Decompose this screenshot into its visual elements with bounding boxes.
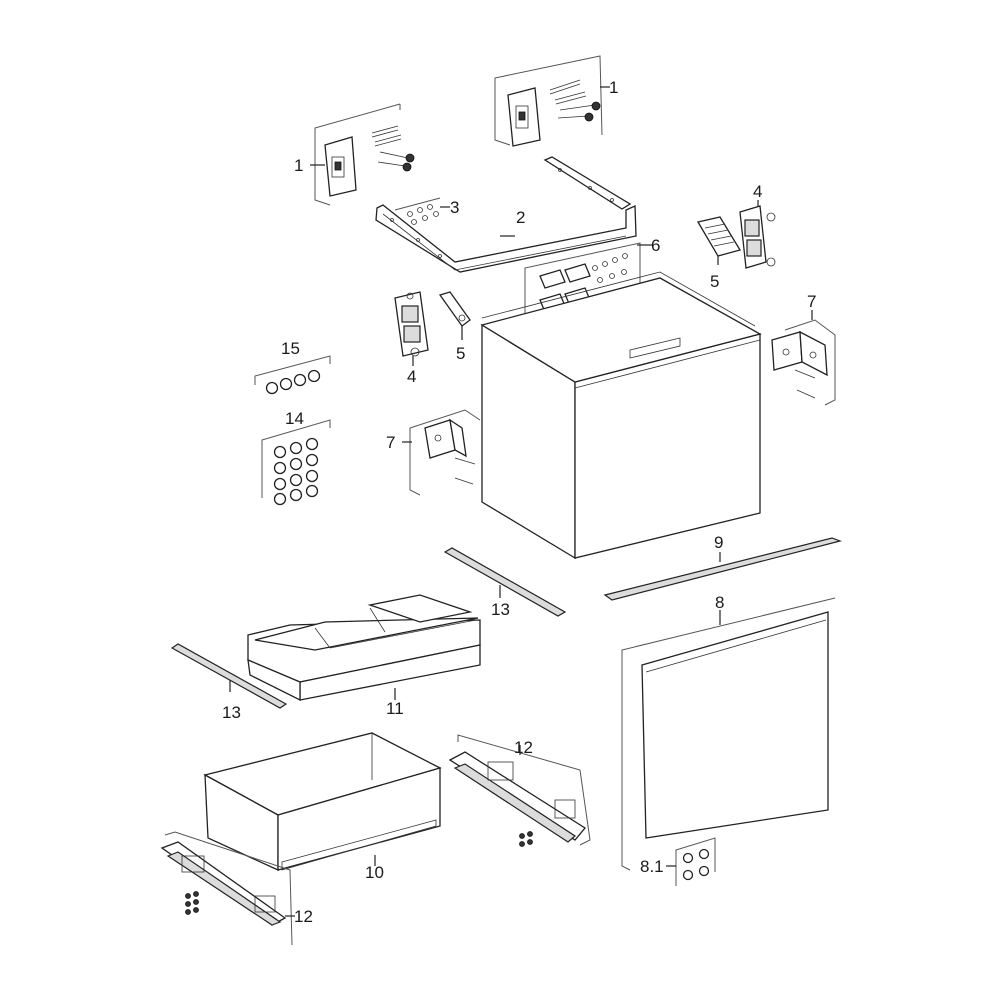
part-5-left-adjuster — [438, 291, 471, 340]
part-4-right-hanger — [739, 200, 776, 269]
callout-10: 10 — [365, 863, 384, 882]
callout-3: 3 — [450, 198, 459, 217]
callout-8: 8 — [715, 593, 724, 612]
part-2-mounting-frame — [375, 156, 637, 273]
callout-7-left: 7 — [386, 433, 395, 452]
part-13-upper-runner-strip — [443, 547, 567, 617]
part-15-felt-pads — [254, 355, 331, 395]
callout-15: 15 — [281, 339, 300, 358]
part-11-drawer-insert — [247, 594, 481, 702]
callout-5-left: 5 — [456, 344, 465, 363]
callout-4-right: 4 — [753, 182, 762, 201]
callout-11: 11 — [386, 699, 404, 718]
part-8-1-bumper-set — [666, 837, 716, 886]
part-8-front-panel — [621, 597, 836, 871]
callout-1-left: 1 — [294, 156, 303, 175]
callout-4-left: 4 — [407, 367, 416, 386]
callout-7-right: 7 — [807, 292, 816, 311]
callout-13-upper: 13 — [491, 600, 510, 619]
part-7-right-angle-bracket — [771, 310, 836, 406]
part-9-handle-strip — [603, 537, 842, 601]
callout-9: 9 — [714, 533, 723, 552]
part-5-right-adjuster — [696, 216, 742, 265]
callout-13-lower: 13 — [222, 703, 241, 722]
part-10-drawer — [203, 732, 442, 872]
part-12-right-drawer-slide — [448, 734, 591, 847]
part-4-left-hanger — [394, 291, 429, 366]
part-1-left-wall-bracket-set — [310, 103, 415, 206]
callout-12-left: 12 — [294, 907, 313, 926]
part-3-screw-set — [394, 197, 450, 225]
cabinet-body — [480, 271, 762, 560]
callout-1-right: 1 — [609, 78, 618, 97]
part-13-lower-runner-strip — [170, 643, 288, 709]
callout-14: 14 — [285, 409, 304, 428]
part-14-bumpers — [261, 419, 331, 506]
callout-5-right: 5 — [710, 272, 719, 291]
part-7-left-angle-bracket — [402, 409, 481, 496]
part-12-left-drawer-slide — [160, 831, 295, 946]
callout-2: 2 — [516, 208, 525, 227]
callout-8-1: 8.1 — [640, 857, 664, 876]
callout-6: 6 — [651, 236, 660, 255]
part-1-right-wall-bracket-set — [494, 55, 610, 147]
callout-12-right: 12 — [514, 738, 533, 757]
